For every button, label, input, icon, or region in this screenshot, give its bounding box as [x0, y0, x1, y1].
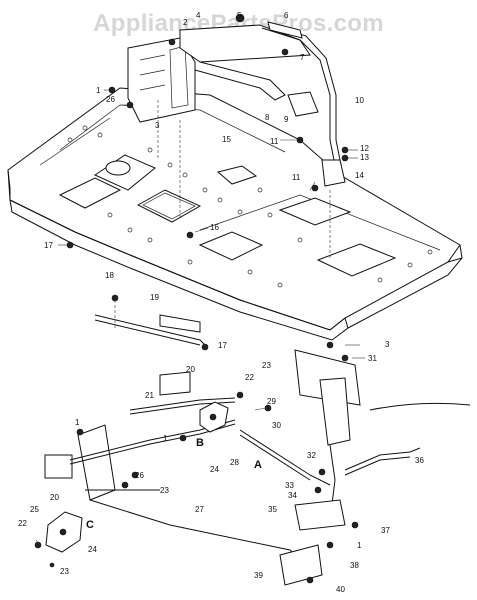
callout-23: 23 [262, 361, 271, 370]
callout-14: 14 [355, 171, 364, 180]
callout-24b: 24 [88, 545, 97, 554]
callout-25: 25 [30, 505, 39, 514]
callout-17b: 17 [218, 341, 227, 350]
callout-20b: 20 [50, 493, 59, 502]
callout-4: 4 [196, 11, 201, 20]
callout-10: 10 [355, 96, 364, 105]
callout-5: 5 [237, 11, 242, 20]
callout-13: 13 [360, 153, 369, 162]
callout-1: 1 [96, 86, 101, 95]
lower-linkage-assembly [34, 294, 471, 586]
callout-23b: 23 [160, 486, 169, 495]
callout-20: 20 [186, 365, 195, 374]
callout-26b: 26 [135, 471, 144, 480]
callout-9: 9 [284, 115, 289, 124]
callout-1b: 1 [163, 434, 168, 443]
callout-8: 8 [265, 113, 270, 122]
callout-33: 33 [285, 481, 294, 490]
callout-11: 11 [270, 137, 279, 146]
callout-18: 18 [105, 271, 114, 280]
callout-19: 19 [150, 293, 159, 302]
callout-39: 39 [254, 571, 263, 580]
fasteners [49, 86, 349, 568]
callout-35: 35 [268, 505, 277, 514]
callout-labels: 1 2 3 4 5 6 7 8 9 10 11 11 12 13 14 15 1… [18, 11, 424, 594]
callout-27: 27 [195, 505, 204, 514]
callout-24: 24 [210, 465, 219, 474]
callout-1c: 1 [357, 541, 362, 550]
callout-7: 7 [300, 53, 305, 62]
letter-a: A [254, 459, 262, 471]
callout-34: 34 [288, 491, 297, 500]
callout-21: 21 [145, 391, 154, 400]
callout-40: 40 [336, 585, 345, 594]
callout-15: 15 [222, 135, 231, 144]
callout-22: 22 [245, 373, 254, 382]
callout-28: 28 [230, 458, 239, 467]
callout-29: 29 [267, 397, 276, 406]
callout-3: 3 [155, 121, 160, 130]
callout-16: 16 [210, 223, 219, 232]
callout-30: 30 [272, 421, 281, 430]
callout-36: 36 [415, 456, 424, 465]
letter-labels: A B C [86, 437, 262, 531]
callout-1d: 1 [75, 418, 80, 427]
chassis-frame [7, 87, 463, 341]
letter-c: C [86, 519, 94, 531]
callout-2: 2 [183, 18, 188, 27]
callout-23c: 23 [60, 567, 69, 576]
callout-6: 6 [284, 11, 289, 20]
callout-38: 38 [350, 561, 359, 570]
callout-17: 17 [44, 241, 53, 250]
callout-3b: 3 [385, 340, 390, 349]
letter-b: B [196, 437, 204, 449]
callout-26: 26 [106, 95, 115, 104]
callout-22b: 22 [18, 519, 27, 528]
upper-bracket-assembly [127, 13, 346, 260]
callout-37: 37 [381, 526, 390, 535]
leader-lines [35, 89, 365, 546]
callout-31: 31 [368, 354, 377, 363]
callout-11b: 11 [292, 173, 301, 182]
callout-12: 12 [360, 144, 369, 153]
callout-32: 32 [307, 451, 316, 460]
